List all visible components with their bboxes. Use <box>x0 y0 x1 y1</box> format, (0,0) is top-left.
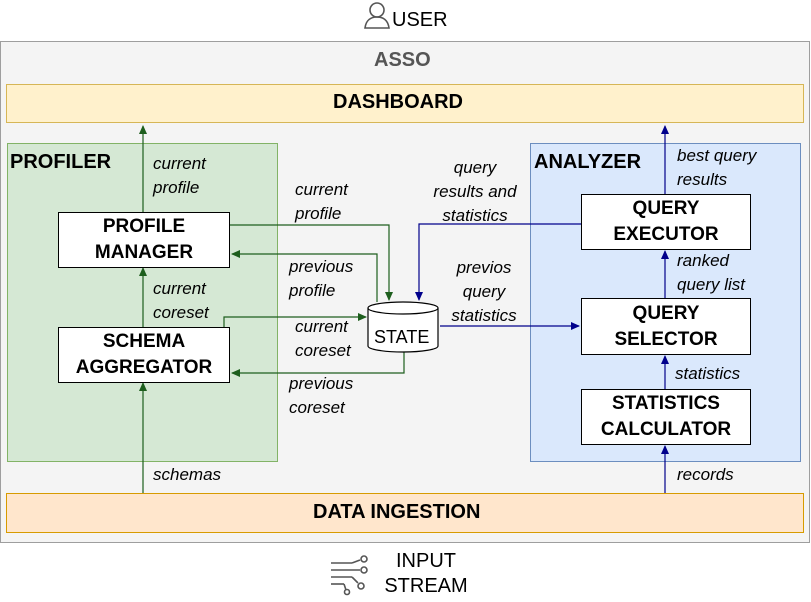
profiler-title: PROFILER <box>10 151 112 173</box>
arrow-executor-to-state <box>415 223 581 301</box>
analyzer-title: ANALYZER <box>534 151 642 173</box>
edge-label-statistics: statistics <box>675 364 741 383</box>
edge-label-records: records <box>677 465 734 484</box>
state-label: STATE <box>374 327 430 347</box>
data-ingestion[interactable] <box>6 493 804 533</box>
arrow-state-previous-coreset <box>231 350 405 377</box>
arrow-current-coreset-to-state <box>223 313 367 327</box>
user-icon <box>362 0 392 30</box>
data-ingestion-label: DATA INGESTION <box>313 501 481 523</box>
stream-icon <box>331 555 368 596</box>
dashboard[interactable] <box>6 84 804 123</box>
arrow-current-profile-to-state <box>230 224 393 301</box>
asso-title: ASSO <box>374 49 431 71</box>
dashboard-label: DASHBOARD <box>333 91 463 113</box>
state-cylinder[interactable] <box>367 301 439 353</box>
edge-label-schemas: schemas <box>153 465 222 484</box>
arrow-state-previous-profile <box>231 250 378 302</box>
user-label: USER <box>392 9 448 31</box>
